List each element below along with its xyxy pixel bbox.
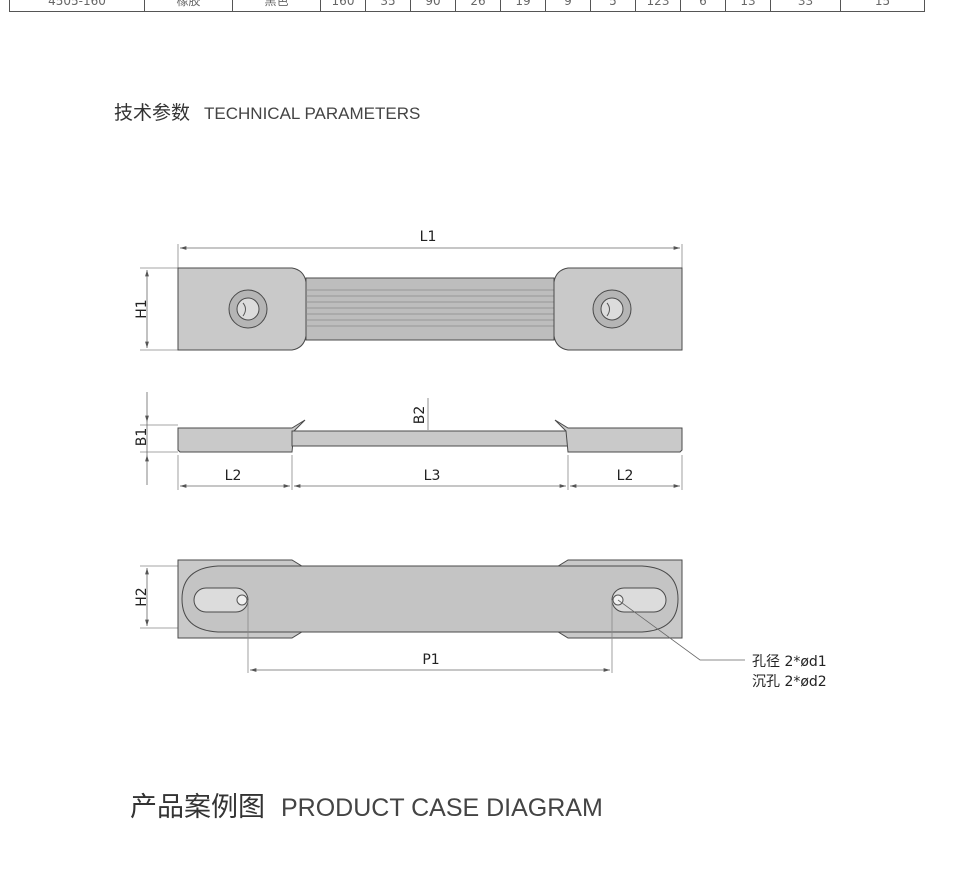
technical-title-cn: 技术参数 bbox=[114, 102, 191, 124]
top-view bbox=[140, 244, 683, 351]
product-case-title-cn: 产品案例图 bbox=[130, 792, 265, 823]
product-case-title-en: PRODUCT CASE DIAGRAM bbox=[281, 794, 603, 822]
b1-label: B1 bbox=[134, 428, 150, 447]
table-row: 4505-160 橡胶 黑色 160 35 90 26 19 9 5 123 6… bbox=[9, 0, 925, 12]
side-grip bbox=[291, 430, 569, 447]
product-case-title: 产品案例图 PRODUCT CASE DIAGRAM bbox=[130, 785, 603, 824]
spec-table: 4505-160 橡胶 黑色 160 35 90 26 19 9 5 123 6… bbox=[9, 0, 925, 12]
l2-right-label: L2 bbox=[617, 468, 634, 484]
screw-hole-left bbox=[228, 289, 268, 329]
l2-left-label: L2 bbox=[225, 468, 242, 484]
hole-note-line1: 孔径 2*ød1 bbox=[752, 654, 827, 670]
grip-bar bbox=[305, 277, 555, 341]
bottom-body bbox=[181, 565, 679, 633]
bottom-view bbox=[140, 559, 745, 673]
h1-label: H1 bbox=[134, 299, 150, 318]
hole-leader-line bbox=[617, 599, 745, 661]
side-view bbox=[140, 392, 683, 490]
b2-label: B2 bbox=[412, 406, 428, 425]
side-left-cap bbox=[177, 419, 306, 453]
grip-ribs bbox=[306, 289, 554, 327]
technical-title-en: TECHNICAL PARAMETERS bbox=[204, 104, 421, 123]
technical-parameters-title: 技术参数 TECHNICAL PARAMETERS bbox=[114, 98, 420, 125]
l3-label: L3 bbox=[424, 468, 441, 484]
hole-note-line2: 沉孔 2*ød2 bbox=[752, 674, 827, 690]
h2-label: H2 bbox=[134, 587, 150, 606]
screw-hole-right bbox=[592, 289, 632, 329]
l1-label: L1 bbox=[420, 229, 437, 245]
p1-label: P1 bbox=[422, 652, 439, 668]
cell-value: 15 bbox=[840, 0, 925, 12]
side-right-cap bbox=[554, 419, 683, 453]
